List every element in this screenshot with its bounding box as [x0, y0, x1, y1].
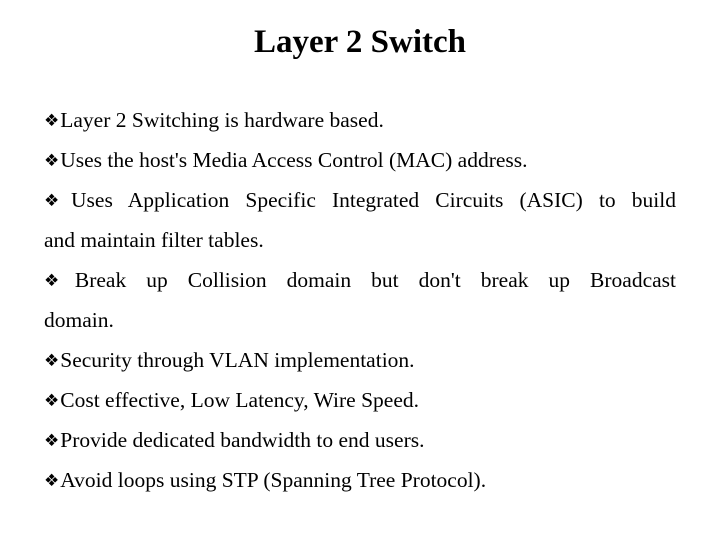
list-item: ❖Cost effective, Low Latency, Wire Speed… — [44, 380, 676, 420]
list-item-label: Uses the host's Media Access Control (MA… — [60, 148, 528, 172]
list-item: ❖Uses Application Specific Integrated Ci… — [44, 180, 676, 260]
list-item-label: Break up Collision domain but don't brea… — [74, 268, 676, 292]
list-item: ❖Layer 2 Switching is hardware based. — [44, 100, 676, 140]
four-diamond-bullet-icon: ❖ — [44, 151, 60, 171]
list-item-line: domain. — [44, 308, 114, 332]
four-diamond-bullet-icon: ❖ — [44, 431, 60, 451]
four-diamond-bullet-icon: ❖ — [44, 471, 60, 491]
list-item: ❖Uses the host's Media Access Control (M… — [44, 140, 676, 180]
four-diamond-bullet-icon: ❖ — [44, 351, 60, 371]
list-item-label: Uses Application Specific Integrated Cir… — [71, 188, 676, 212]
list-item-label: Security through VLAN implementation. — [60, 348, 415, 372]
list-item-line: ❖Uses Application Specific Integrated Ci… — [44, 180, 676, 220]
list-item-label: Avoid loops using STP (Spanning Tree Pro… — [60, 468, 487, 492]
four-diamond-bullet-icon: ❖ — [44, 111, 60, 131]
list-item-label: Cost effective, Low Latency, Wire Speed. — [60, 388, 419, 412]
list-item-line: ❖Break up Collision domain but don't bre… — [44, 260, 676, 300]
list-item-line: and maintain filter tables. — [44, 228, 264, 252]
list-item-label: Layer 2 Switching is hardware based. — [60, 108, 384, 132]
four-diamond-bullet-icon: ❖ — [44, 271, 74, 291]
four-diamond-bullet-icon: ❖ — [44, 191, 71, 211]
page-title: Layer 2 Switch — [253, 24, 467, 60]
list-item: ❖Security through VLAN implementation. — [44, 340, 676, 380]
list-item: ❖Provide dedicated bandwidth to end user… — [44, 420, 676, 460]
bullet-list: ❖Layer 2 Switching is hardware based. ❖U… — [44, 100, 676, 500]
four-diamond-bullet-icon: ❖ — [44, 391, 60, 411]
list-item: ❖Break up Collision domain but don't bre… — [44, 260, 676, 340]
list-item-label: Provide dedicated bandwidth to end users… — [60, 428, 425, 452]
list-item: ❖Avoid loops using STP (Spanning Tree Pr… — [44, 460, 676, 500]
